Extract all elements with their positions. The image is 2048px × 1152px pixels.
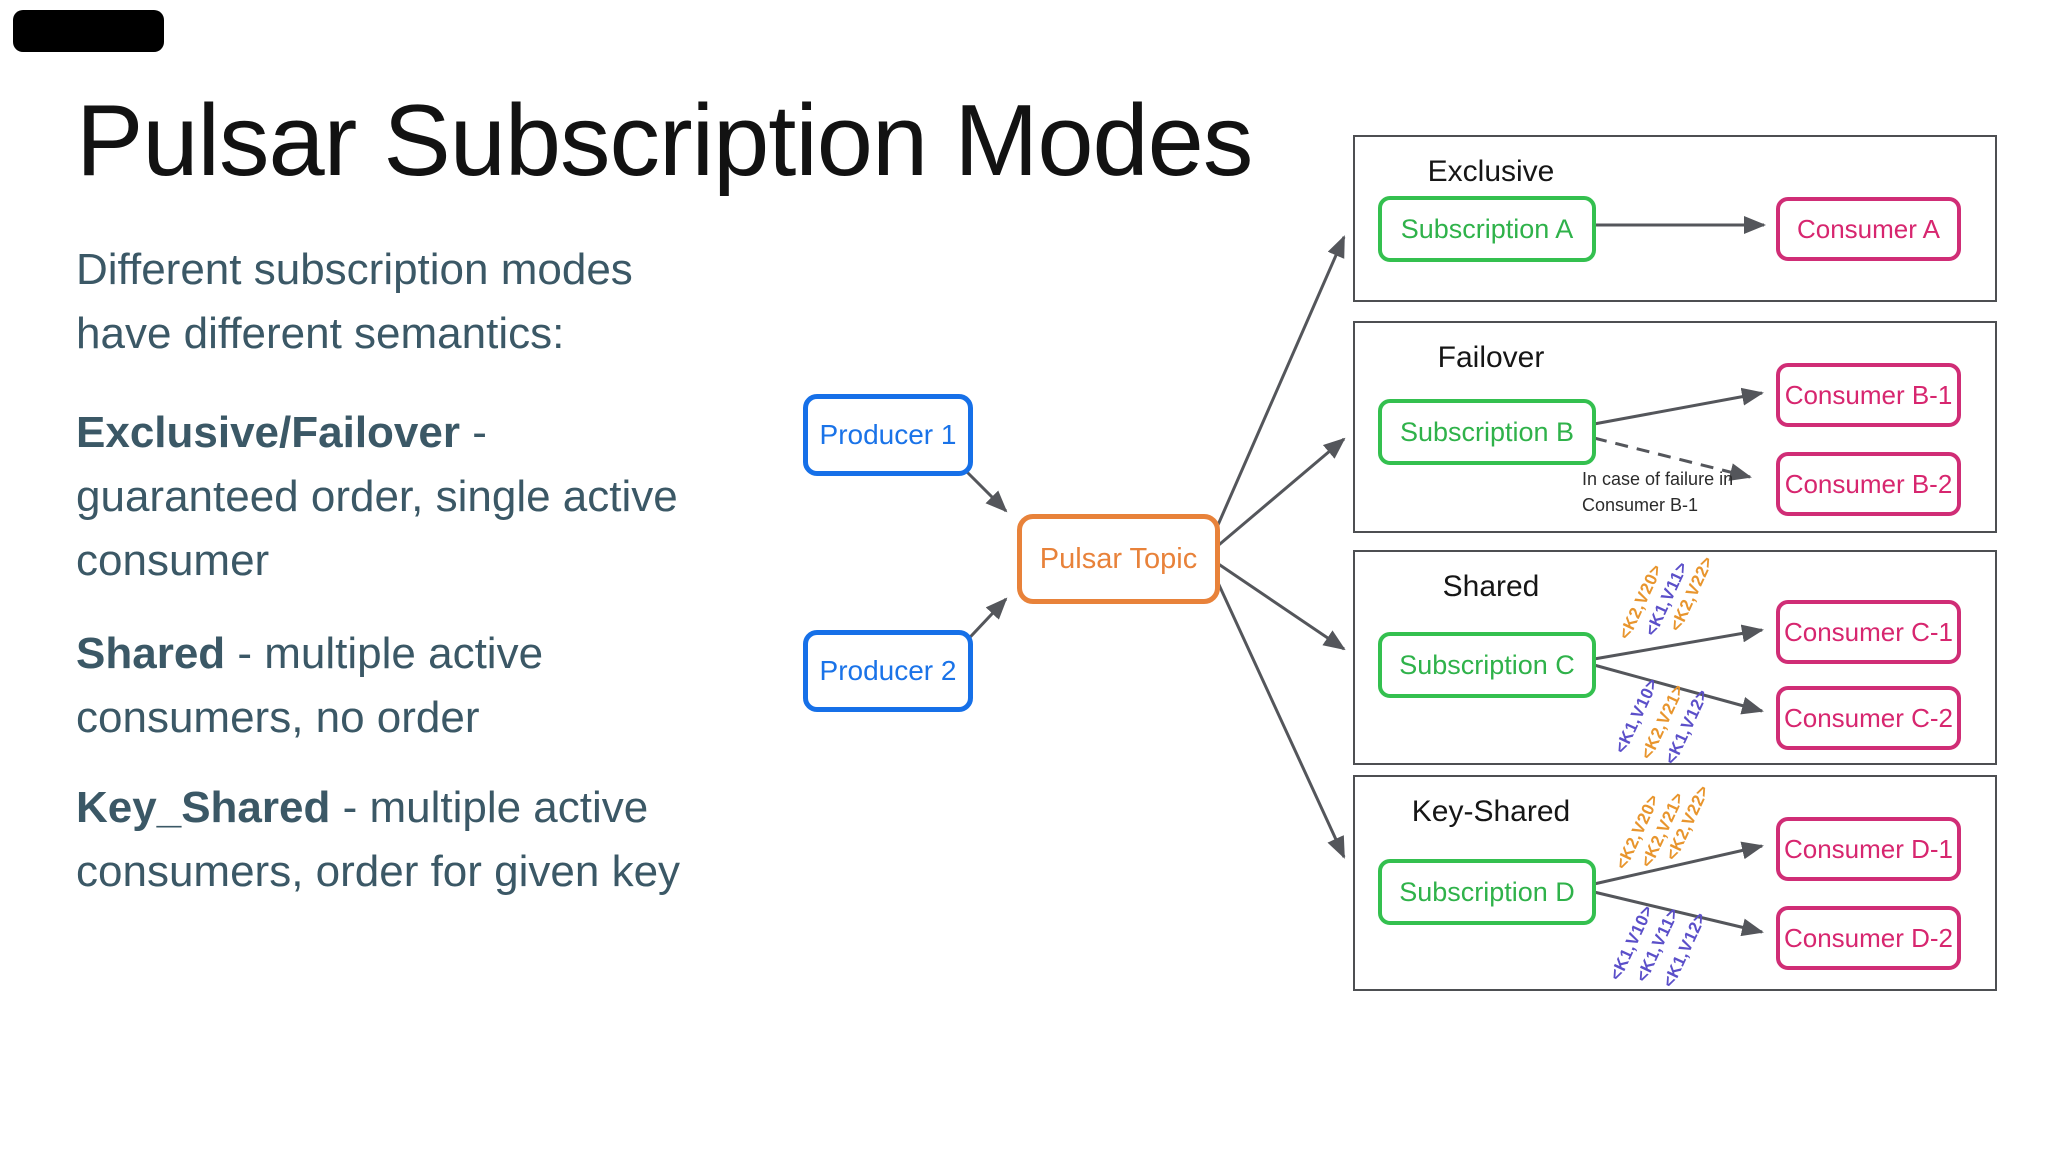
subscription-a-box: Subscription A [1378,196,1596,262]
top-left-black-pill [13,10,164,52]
consumer-c2-box: Consumer C-2 [1776,686,1961,750]
mode-key-shared-text: Key_Shared - multiple active consumers, … [76,776,816,904]
panel-failover: Failover [1353,321,1997,533]
panel-key-shared: Key-Shared [1353,775,1997,991]
arrow-topic-failover [1213,437,1346,551]
page-title: Pulsar Subscription Modes [76,85,1253,197]
mode-desc: - guaranteed order, single active consum… [76,408,678,585]
panel-key-shared-title: Key-Shared [1411,795,1571,828]
panel-exclusive-title: Exclusive [1427,155,1555,188]
consumer-d1-box: Consumer D-1 [1776,817,1961,881]
subscription-d-box: Subscription D [1378,859,1596,925]
intro-text: Different subscription modes have differ… [76,245,633,358]
mode-term: Shared [76,629,226,678]
producer-2-box: Producer 2 [803,630,973,712]
mode-desc: - multiple active consumers, order for g… [76,783,681,896]
consumer-b1-box: Consumer B-1 [1776,363,1961,427]
subscription-c-box: Subscription C [1378,632,1596,698]
panel-exclusive: Exclusive [1353,135,1997,302]
panel-shared: Shared [1353,550,1997,765]
mode-shared-text: Shared - multiple active consumers, no o… [76,622,816,750]
arrow-topic-key-shared [1212,573,1346,859]
producer-1-box: Producer 1 [803,394,973,476]
subscription-b-box: Subscription B [1378,399,1596,465]
mode-exclusive-failover-text: Exclusive/Failover - guaranteed order, s… [76,401,816,593]
panel-shared-title: Shared [1442,570,1540,603]
pulsar-topic-box: Pulsar Topic [1017,514,1220,604]
failover-note: In case of failure in Consumer B-1 [1582,469,1734,515]
consumer-a-box: Consumer A [1776,197,1961,261]
mode-term: Exclusive/Failover [76,408,460,457]
consumer-b2-box: Consumer B-2 [1776,452,1961,516]
mode-desc: - multiple active consumers, no order [76,629,544,742]
arrow-topic-shared [1213,559,1346,651]
mode-term: Key_Shared [76,783,331,832]
panel-failover-title: Failover [1437,341,1545,374]
consumer-c1-box: Consumer C-1 [1776,600,1961,664]
consumer-d2-box: Consumer D-2 [1776,906,1961,970]
arrow-topic-exclusive [1212,235,1346,535]
